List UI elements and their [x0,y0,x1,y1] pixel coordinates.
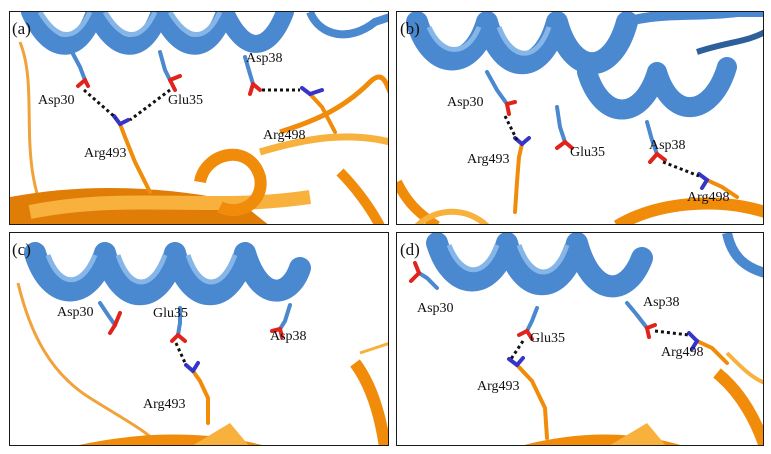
panel-d-structure [409,233,763,445]
orange-coil-right [725,351,763,385]
orange-loop-ribbon [194,148,267,217]
residue-label-glu35: Glu35 [168,93,203,108]
panel-a: (a) Asp30 Glu35 Asp38 Arg493 Arg498 [9,11,389,225]
alpha-helix-ribbon-2 [577,57,737,120]
residue-label-arg498: Arg498 [661,345,704,360]
orange-strand-right [336,168,385,224]
side-chains [98,301,292,425]
residue-label-arg493: Arg493 [477,379,520,394]
residue-label-asp38: Asp38 [246,51,283,66]
orange-arrow-bottom [193,423,249,445]
alpha-helix-highlight [45,254,238,285]
residue-label-glu35: Glu35 [153,306,188,321]
residue-label-arg493: Arg493 [143,397,186,412]
panel-b: (b) Asp30 Arg493 Glu35 Asp38 Arg498 [396,11,764,225]
residue-label-asp30: Asp30 [447,95,484,110]
loop-ribbon [16,282,161,445]
hydrogen-bonds [503,115,700,178]
hydrogen-bonds [509,329,690,360]
panel-b-structure [397,12,763,224]
orange-coil-ribbon-2 [258,133,388,156]
residue-label-asp30: Asp30 [417,301,454,316]
orange-loop-bottom [414,208,490,224]
alpha-helix-highlight [446,244,570,275]
blue-coil-ribbon [625,12,763,27]
panel-label: (a) [12,19,31,38]
alpha-helix-highlight [37,12,223,37]
blue-coil-ribbon [722,233,763,278]
orange-arrow-bottom [610,423,666,445]
residue-label-asp30: Asp30 [38,93,75,108]
panel-label: (c) [12,240,31,259]
orange-strand-right [350,359,388,445]
orange-coil-right [359,342,388,355]
beta-strand-ribbon [28,190,312,219]
side-chains [409,261,729,440]
hydrogen-bonds [174,342,188,366]
alpha-helix-ribbon [21,12,294,55]
residue-label-glu35: Glu35 [570,145,605,160]
side-chains [70,50,337,194]
panel-a-structure [10,12,388,224]
residue-label-glu35: Glu35 [530,331,565,346]
residue-label-arg498: Arg498 [687,190,730,205]
panel-label: (d) [400,240,420,259]
orange-coil-ribbon [279,74,388,135]
orange-strand-right [713,368,763,445]
orange-ribbon-left [397,179,440,224]
alpha-helix-ribbon [426,233,653,298]
blue-coil-ribbon [306,12,388,39]
residue-label-asp38: Asp38 [649,138,686,153]
panel-c: (c) Asp30 Glu35 Asp38 Arg493 [9,232,389,446]
panel-d: (d) Asp30 Asp38 Glu35 Arg498 Arg493 [396,232,764,446]
hydrogen-bonds [83,88,300,122]
residue-label-arg493: Arg493 [84,146,127,161]
residue-label-arg493: Arg493 [467,152,510,167]
residue-label-asp38: Asp38 [270,329,307,344]
alpha-helix-highlight [426,25,552,56]
residue-label-asp38: Asp38 [643,295,680,310]
orange-strand-bottom-right [613,197,763,224]
panel-label: (b) [400,19,420,38]
panel-c-structure [16,242,388,445]
side-chains [485,70,739,214]
alpha-helix-ribbon [24,242,311,306]
alpha-helix-ribbon [406,12,638,75]
blue-coil-ribbon-2 [696,29,763,55]
residue-label-asp30: Asp30 [57,305,94,320]
residue-label-arg498: Arg498 [263,128,306,143]
